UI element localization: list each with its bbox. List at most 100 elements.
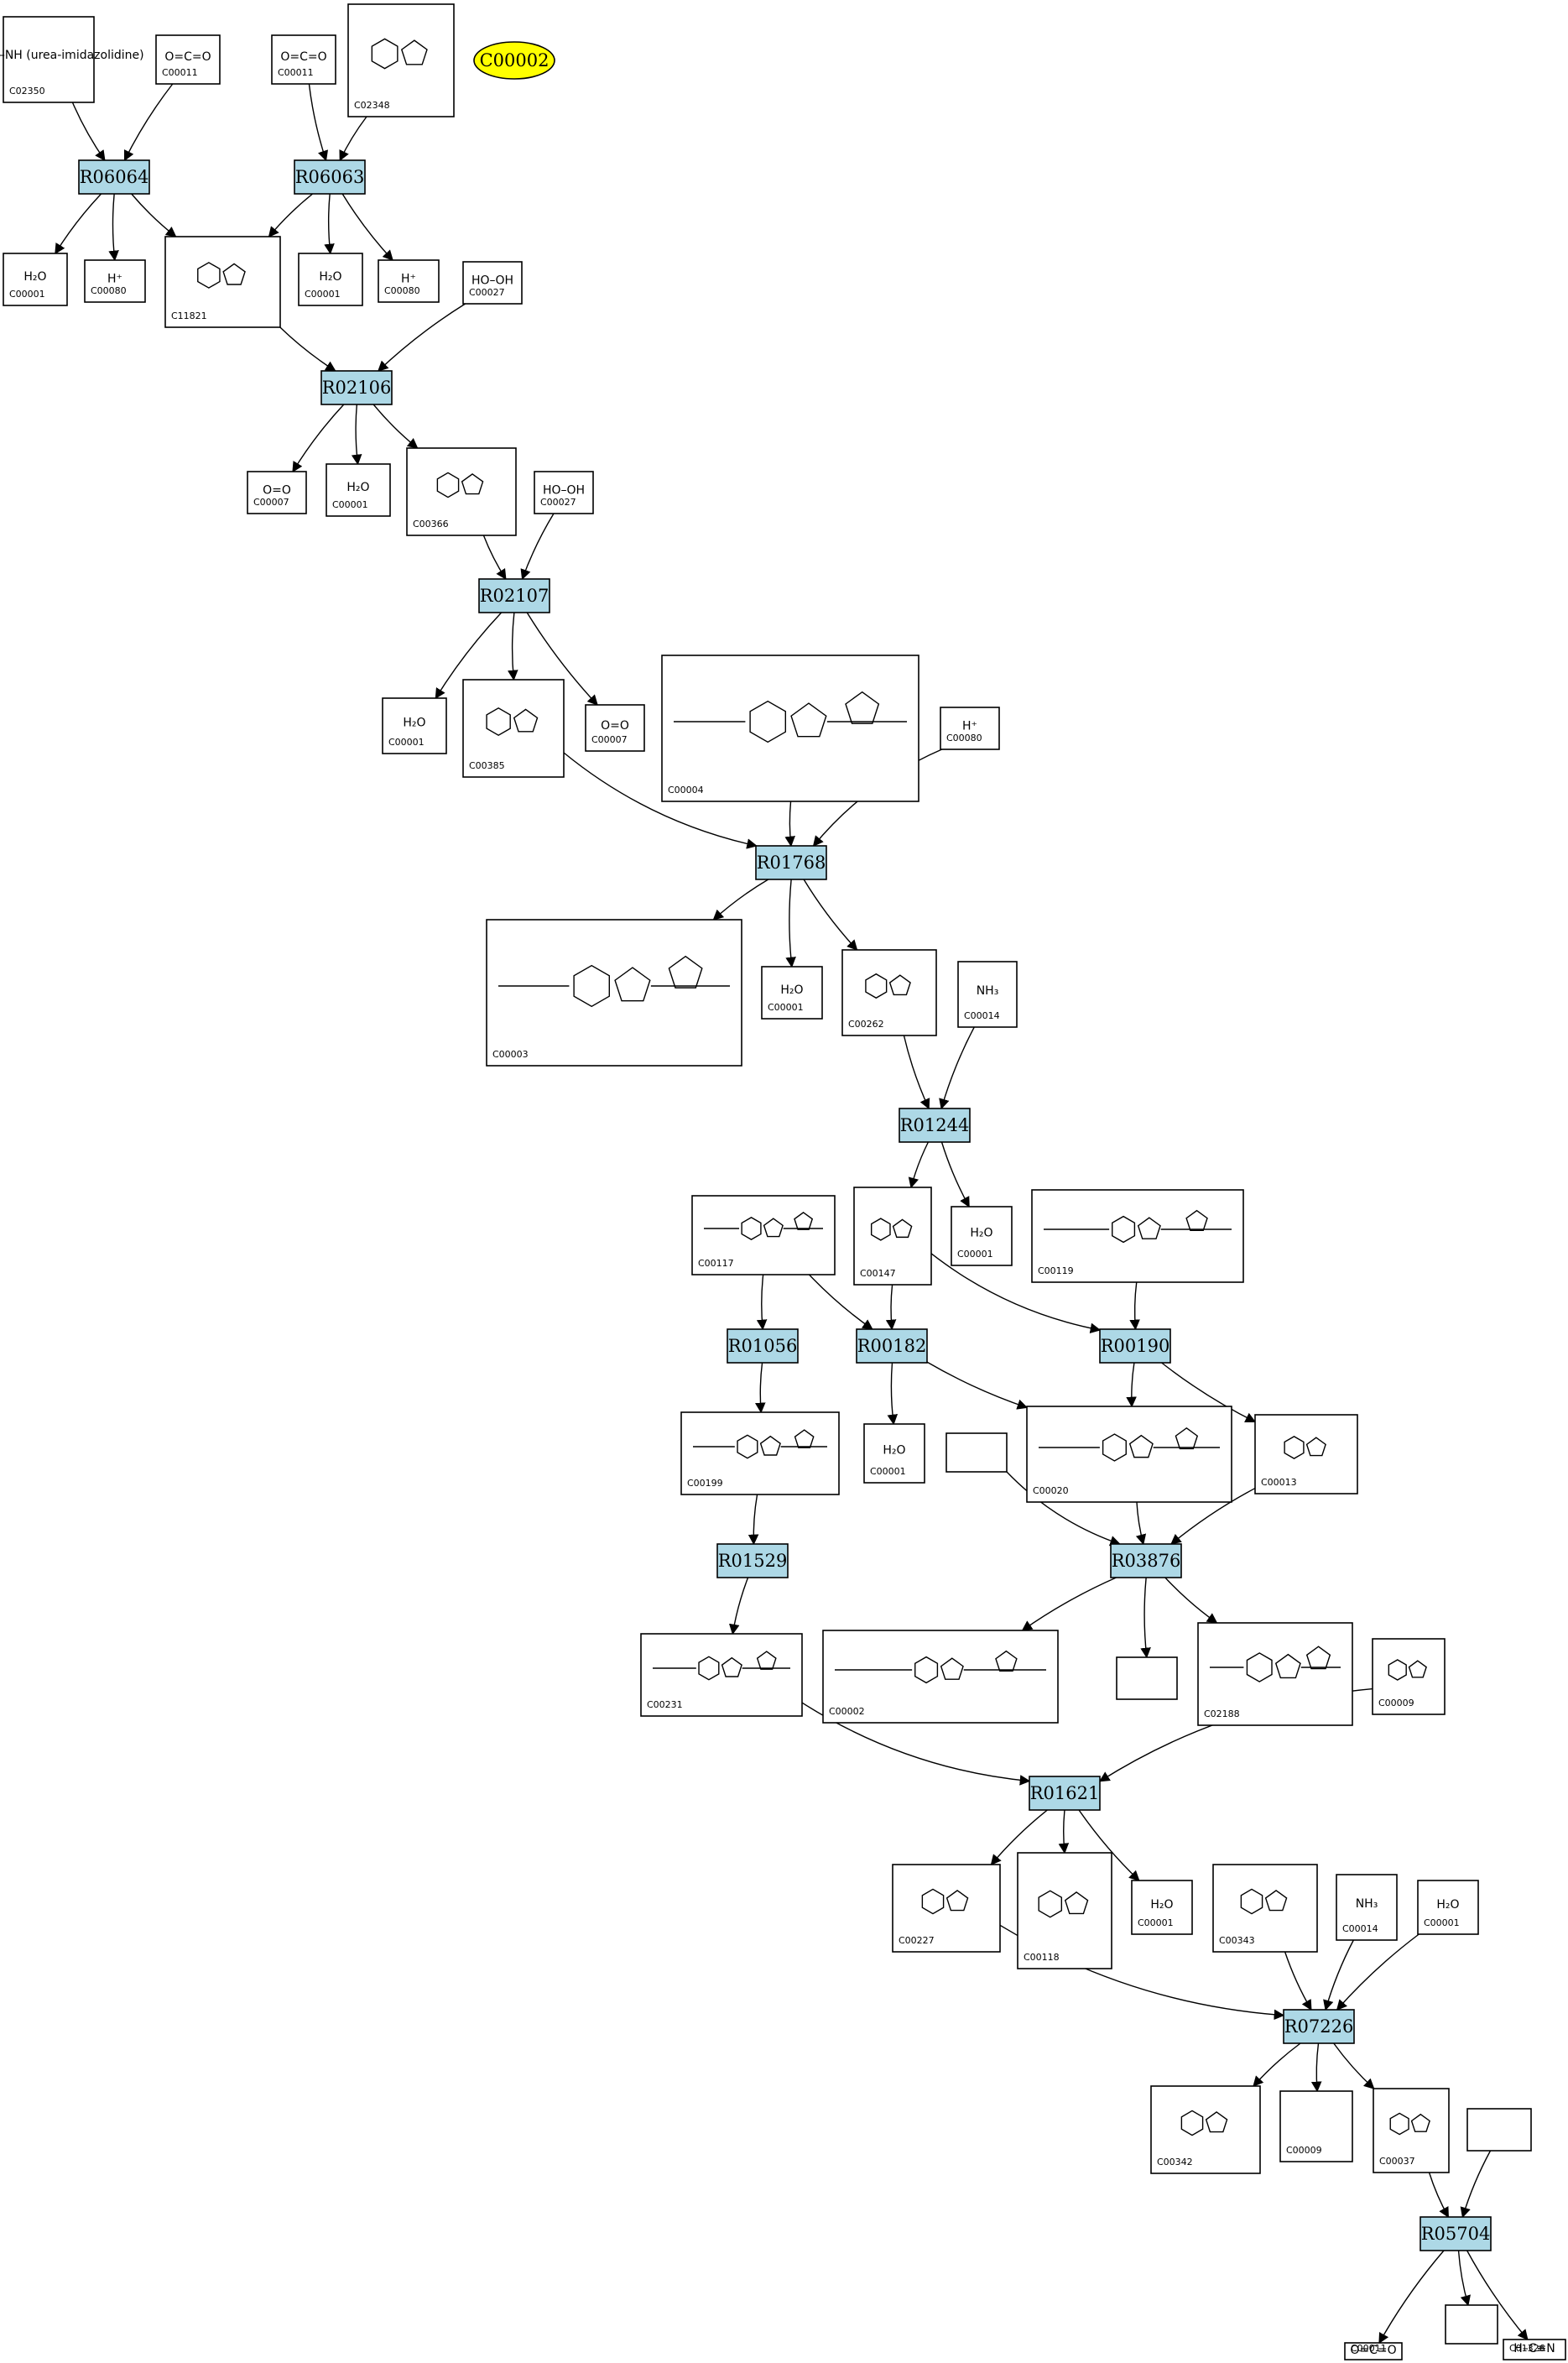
compound-node-c02348[interactable]: C02348 <box>347 3 455 117</box>
reaction-node-r00182[interactable]: R00182 <box>856 1328 928 1364</box>
reaction-node-r02106[interactable]: R02106 <box>320 370 393 405</box>
compound-node-blank[interactable] <box>945 1432 1008 1473</box>
reaction-label: R02106 <box>322 378 392 398</box>
compound-formula: H₂O <box>403 717 425 730</box>
edge-arrow <box>1129 1281 1140 1331</box>
compound-node-c00119[interactable]: C00119 <box>1031 1189 1244 1283</box>
compound-node-c00227[interactable]: C00227 <box>892 1864 1001 1953</box>
compound-node-c00366[interactable]: C00366 <box>406 447 517 536</box>
compound-node-c00009[interactable]: C00009 <box>1279 2090 1353 2162</box>
compound-id-label: C00080 <box>946 733 982 743</box>
compound-id-label: C00001 <box>1138 1917 1174 1928</box>
compound-id-label: C00227 <box>899 1935 935 1946</box>
compound-box <box>841 949 937 1036</box>
compound-node-c00118[interactable]: C00118 <box>1017 1852 1112 1969</box>
compound-node-c11821[interactable]: C11821 <box>164 236 281 328</box>
compound-node-c00147[interactable]: C00147 <box>853 1187 932 1286</box>
compound-id-label: C00199 <box>687 1478 723 1489</box>
edge-arrow <box>123 83 174 162</box>
compound-node-c00009[interactable]: C00009 <box>1372 1638 1446 1715</box>
reaction-node-r00190[interactable]: R00190 <box>1099 1328 1171 1364</box>
edge-arrow <box>55 193 102 255</box>
compound-node-c00343[interactable]: C00343 <box>1212 1864 1318 1953</box>
compound-box <box>940 707 1000 750</box>
reaction-node-r01244[interactable]: R01244 <box>899 1108 971 1143</box>
compound-formula: H⁺ <box>401 273 416 286</box>
compound-box <box>691 1195 836 1275</box>
compound-formula: NH₃ <box>977 984 999 998</box>
edge-arrow <box>508 612 518 681</box>
compound-id-label: C00343 <box>1219 1935 1255 1946</box>
compound-node-blank[interactable] <box>1445 2304 1498 2345</box>
compound-node-blank[interactable] <box>1466 2108 1532 2152</box>
reaction-node-r07226[interactable]: R07226 <box>1283 2009 1355 2044</box>
edge-arrow <box>108 193 119 262</box>
compound-node-c02188[interactable]: C02188 <box>1197 1622 1353 1726</box>
compound-node-c00385[interactable]: C00385 <box>462 679 565 778</box>
compound-node-c00002[interactable]: C00002 <box>822 1630 1059 1724</box>
reaction-node-r03876[interactable]: R03876 <box>1110 1543 1182 1578</box>
compound-box <box>957 961 1018 1028</box>
reaction-node-r05704[interactable]: R05704 <box>1420 2216 1492 2251</box>
edge-arrow <box>563 752 758 849</box>
reaction-node-r01621[interactable]: R01621 <box>1029 1776 1101 1811</box>
compound-formula: H₂O <box>23 270 46 284</box>
compound-box <box>155 34 221 85</box>
compound-node-c00013[interactable]: C00013 <box>1254 1414 1358 1494</box>
edge-arrow <box>1333 2042 1375 2089</box>
edge-arrow <box>785 879 796 968</box>
reaction-node-r06063[interactable]: R06063 <box>294 159 366 195</box>
edge-arrow <box>908 1141 930 1189</box>
compound-node-blank[interactable] <box>1116 1656 1178 1700</box>
reaction-box <box>1110 1543 1182 1578</box>
compound-node-c00037[interactable]: C00037 <box>1373 2088 1450 2173</box>
edge-arrow <box>1058 1809 1070 1854</box>
compound-node-c00262[interactable]: C00262 <box>841 949 937 1036</box>
compound-node-c00020[interactable]: C00020 <box>1026 1406 1232 1503</box>
compound-id-label: C00011 <box>1351 2343 1387 2354</box>
reaction-node-r01529[interactable]: R01529 <box>716 1543 789 1578</box>
compound-node-c00004[interactable]: C00004 <box>661 655 919 802</box>
compound-box <box>1212 1864 1318 1953</box>
reaction-node-r01768[interactable]: R01768 <box>755 845 827 880</box>
compound-node-c00231[interactable]: C00231 <box>640 1633 803 1717</box>
reaction-node-r02107[interactable]: R02107 <box>478 578 550 613</box>
compound-node-c02350[interactable]: H₂N–CO–NH (urea-imidazolidine)C02350 <box>0 16 144 103</box>
compound-node-c00342[interactable]: C00342 <box>1150 2085 1261 2174</box>
compound-node-c00080[interactable]: H⁺C00080 <box>940 707 1000 750</box>
edge-arrow <box>1284 1951 1312 2011</box>
compound-id-label: C00262 <box>848 1019 884 1030</box>
compound-box <box>3 16 95 103</box>
compound-node-c00117[interactable]: C00117 <box>691 1195 836 1275</box>
reaction-node-r01056[interactable]: R01056 <box>727 1328 799 1364</box>
compound-formula: H₂O <box>346 481 369 494</box>
edge-arrow <box>268 193 314 237</box>
legend-ellipse <box>473 41 555 80</box>
compound-node-c00003[interactable]: C00003 <box>486 919 742 1067</box>
compound-box <box>1197 1622 1353 1726</box>
reaction-node-r06064[interactable]: R06064 <box>78 159 150 195</box>
compound-node-c00080[interactable]: H⁺C00080 <box>84 259 146 303</box>
compound-node-c00199[interactable]: C00199 <box>680 1411 840 1495</box>
compound-node-c00080[interactable]: H⁺C00080 <box>378 259 440 303</box>
legend-node[interactable]: C00002 <box>473 41 555 80</box>
